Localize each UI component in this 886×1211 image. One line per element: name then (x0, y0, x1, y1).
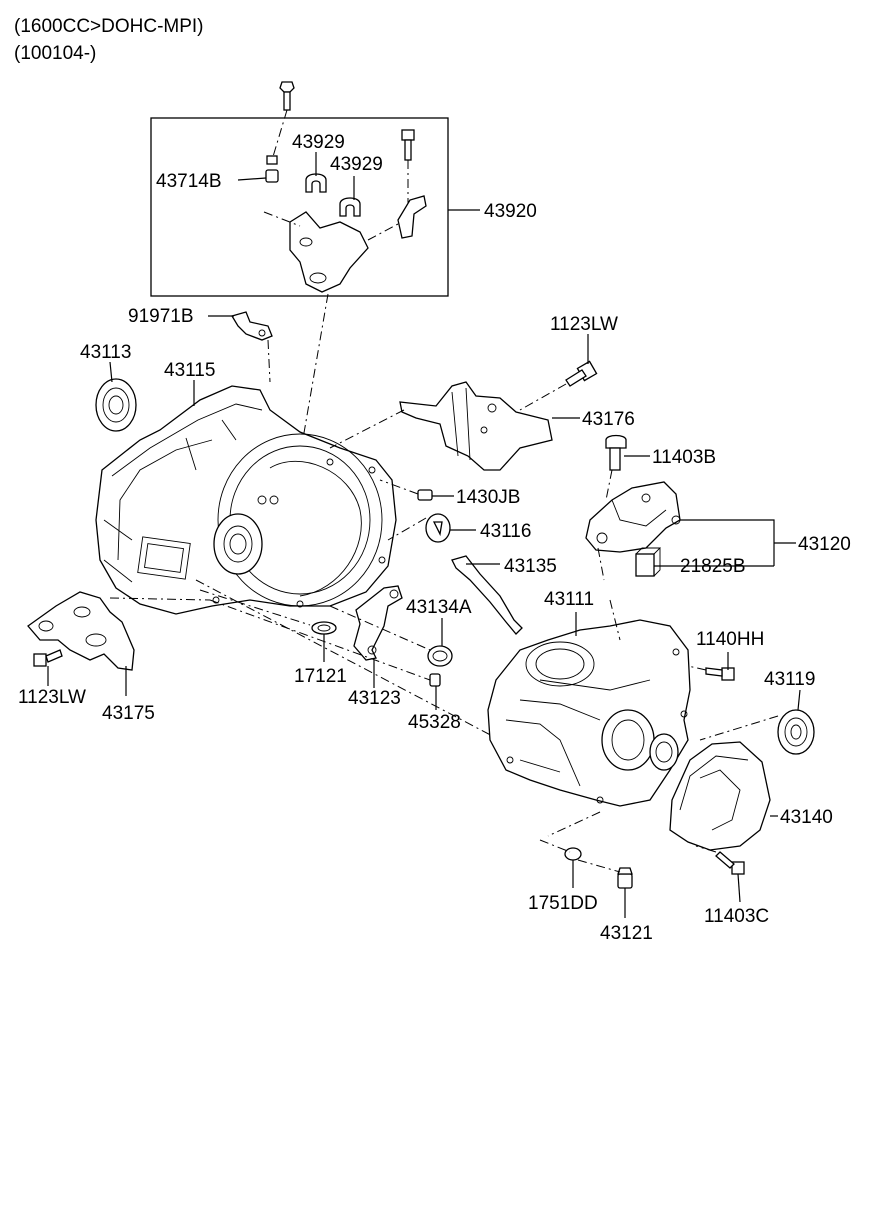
seal-43119-icon (777, 709, 815, 755)
label-43113: 43113 (80, 342, 131, 363)
bracket-43175-icon (27, 591, 135, 671)
header-date-range: (100104-) (14, 43, 97, 64)
label-43119: 43119 (764, 669, 815, 690)
label-43920: 43920 (484, 201, 537, 222)
label-43121: 43121 (600, 923, 653, 944)
label-17121: 17121 (294, 666, 347, 687)
clip-43929-b-icon (339, 197, 361, 217)
pin-21825b-icon (635, 547, 662, 577)
plate-43123-icon (353, 585, 403, 661)
label-43120: 43120 (798, 534, 851, 555)
label-1123lw-top: 1123LW (550, 314, 618, 335)
label-43123: 43123 (348, 688, 401, 709)
label-91971b: 91971B (128, 306, 194, 327)
header-engine-spec: (1600CC>DOHC-MPI) (14, 16, 204, 37)
label-43929-a: 43929 (292, 132, 345, 153)
label-1123lw-left: 1123LW (18, 687, 86, 708)
washer-1751dd-icon (564, 847, 582, 861)
label-43116: 43116 (480, 521, 531, 542)
label-1140hh: 1140HH (696, 629, 764, 650)
bolt-1140hh-icon (705, 667, 735, 681)
label-11403c: 11403C (704, 906, 769, 927)
bracket-43176-icon (399, 381, 553, 471)
label-1430jb: 1430JB (456, 487, 520, 508)
guide-43135-icon (451, 555, 523, 635)
label-45328: 45328 (408, 712, 461, 733)
label-43115: 43115 (164, 360, 215, 381)
label-43135: 43135 (504, 556, 557, 577)
dowel-1430jb-icon (417, 489, 433, 501)
cover-43140-icon (669, 741, 771, 851)
transmission-case-43111 (487, 619, 691, 807)
bolt-top-icon (279, 81, 295, 111)
shift-lever-assembly (150, 81, 449, 297)
part-labels: 43929 43929 43714B 43920 91971B 1123LW 4… (18, 132, 851, 944)
label-1751dd: 1751DD (528, 893, 598, 914)
clip-43929-a-icon (305, 173, 327, 193)
bolt-1123lw-top-icon (565, 360, 598, 387)
bolt-11403c-icon (715, 851, 745, 875)
label-11403b: 11403B (652, 447, 716, 468)
label-43140: 43140 (780, 807, 833, 828)
nut-43714b-icon (265, 155, 279, 183)
lever-arm-icon (397, 195, 427, 239)
seal-43134a-icon (427, 645, 453, 667)
mount-bracket-43120-icon (585, 481, 681, 553)
label-43176: 43176 (582, 409, 635, 430)
label-43929-b: 43929 (330, 154, 383, 175)
washer-17121-icon (311, 621, 337, 635)
leader-lines (47, 152, 801, 918)
lever-base-bracket-icon (289, 211, 369, 293)
plate-43116-icon (425, 513, 451, 543)
bolt-1123lw-left-icon (33, 649, 63, 667)
label-43714b: 43714B (156, 171, 222, 192)
label-21825b: 21825B (680, 556, 746, 577)
bolt-box-right-icon (401, 129, 415, 161)
plug-43121-icon (617, 867, 633, 889)
oil-seal-43113-icon (95, 378, 137, 432)
label-43134a: 43134A (406, 597, 472, 618)
bracket-91971b-icon (231, 311, 273, 341)
clutch-housing-43115 (95, 385, 397, 615)
label-43175: 43175 (102, 703, 155, 724)
pin-45328-icon (429, 673, 441, 687)
label-43111: 43111 (544, 589, 594, 610)
bolt-11403b-icon (605, 434, 627, 471)
